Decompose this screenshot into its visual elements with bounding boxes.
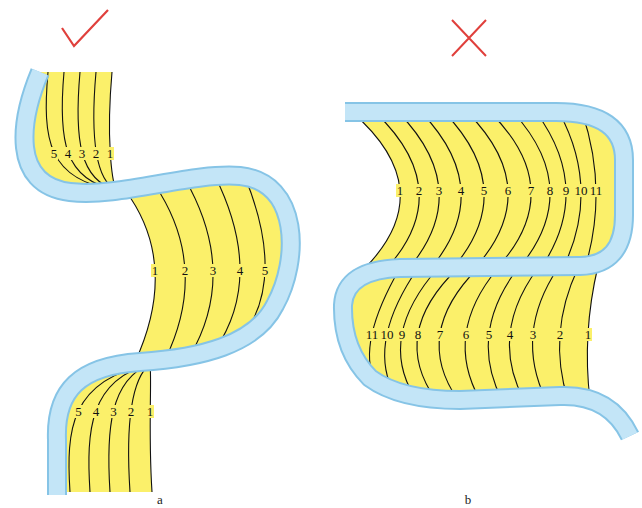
callout-number: 4 xyxy=(236,264,245,277)
panel-letter: a xyxy=(157,493,163,506)
river-water xyxy=(343,112,630,436)
check-mark xyxy=(62,10,108,46)
callout-number: 4 xyxy=(506,328,515,341)
point-bar xyxy=(352,112,624,268)
panel-letter: b xyxy=(465,493,472,506)
river-water xyxy=(25,72,291,495)
callout-number: 11 xyxy=(589,184,604,197)
callout-number: 11 xyxy=(365,328,380,341)
callout-number: 3 xyxy=(209,264,218,277)
callout-number: 9 xyxy=(398,328,407,341)
callout-number: 2 xyxy=(181,264,190,277)
callout-number: 4 xyxy=(64,147,73,160)
point-bar xyxy=(125,176,291,362)
river-bank xyxy=(25,72,291,495)
callout-number: 2 xyxy=(415,184,424,197)
accretion-line xyxy=(439,268,478,400)
callout-number: 3 xyxy=(435,184,444,197)
accretion-line xyxy=(109,364,150,492)
callout-number: 2 xyxy=(92,147,101,160)
callout-number: 1 xyxy=(146,405,155,418)
accretion-line xyxy=(467,112,508,268)
callout-number: 6 xyxy=(462,328,471,341)
accretion-line xyxy=(78,72,116,190)
callout-number: 3 xyxy=(109,405,118,418)
callout-number: 7 xyxy=(436,328,445,341)
accretion-line xyxy=(94,72,116,190)
callout-number: 1 xyxy=(584,328,593,341)
callout-number: 5 xyxy=(480,184,489,197)
accretion-line xyxy=(375,112,419,268)
accretion-lines-b xyxy=(352,112,598,400)
accretion-line xyxy=(444,112,484,268)
cross-mark xyxy=(452,20,486,56)
accretion-line xyxy=(109,72,116,190)
accretion-line xyxy=(421,112,461,268)
accretion-line xyxy=(150,364,152,492)
accretion-line xyxy=(89,364,150,492)
callout-number: 1 xyxy=(151,264,160,277)
callout-number: 6 xyxy=(504,184,513,197)
callout-number: 1 xyxy=(396,184,405,197)
callout-number: 2 xyxy=(127,405,136,418)
river-bank xyxy=(343,112,630,436)
accretion-line xyxy=(490,112,531,268)
river-channel-b xyxy=(343,112,630,436)
accretion-line xyxy=(129,364,150,492)
callout-number: 3 xyxy=(78,147,87,160)
callout-number: 10 xyxy=(380,328,395,341)
callout-number: 10 xyxy=(574,184,589,197)
callout-number: 2 xyxy=(556,328,565,341)
callout-number: 4 xyxy=(92,405,101,418)
callout-number: 8 xyxy=(414,328,423,341)
accretion-line xyxy=(513,112,550,268)
callout-number: 8 xyxy=(546,184,555,197)
river-channel-a xyxy=(25,72,291,495)
callout-number: 5 xyxy=(74,405,83,418)
callout-number: 5 xyxy=(485,328,494,341)
callout-number: 7 xyxy=(527,184,536,197)
accretion-line xyxy=(369,268,400,381)
callout-number: 5 xyxy=(50,147,59,160)
callout-number: 3 xyxy=(529,328,538,341)
callout-number: 5 xyxy=(261,264,270,277)
accretion-line xyxy=(352,112,400,268)
accretion-lines-a xyxy=(46,72,265,492)
callout-number: 4 xyxy=(457,184,466,197)
callout-number: 1 xyxy=(106,147,115,160)
accretion-line xyxy=(46,72,116,190)
callout-number: 9 xyxy=(562,184,571,197)
